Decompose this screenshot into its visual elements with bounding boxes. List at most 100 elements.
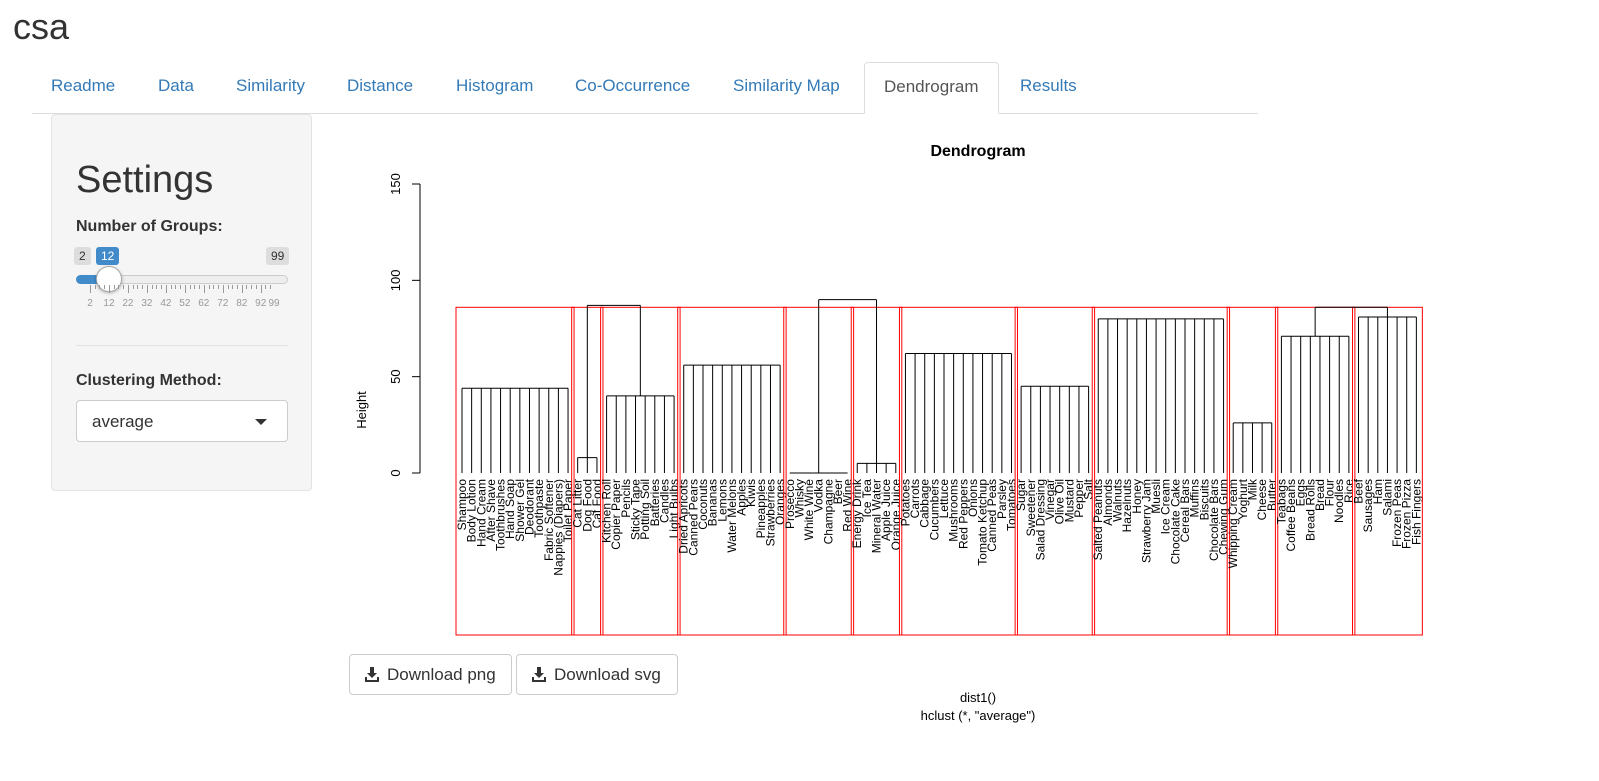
leaf-label: Milk bbox=[1245, 478, 1259, 500]
leaf-label: Sausages bbox=[1361, 479, 1375, 532]
slider-tick bbox=[222, 285, 224, 293]
download-icon bbox=[365, 667, 379, 682]
tab-co-occurrence[interactable]: Co-Occurrence bbox=[575, 76, 691, 95]
leaf-label: Beer bbox=[831, 479, 845, 504]
slider-tick bbox=[213, 285, 215, 289]
leaf-label: Carrots bbox=[908, 479, 922, 518]
leaf-label: Yoghurt bbox=[1236, 478, 1250, 520]
x-axis-sublabel: hclust (*, "average") bbox=[921, 708, 1036, 723]
slider-tick-label: 42 bbox=[160, 298, 172, 309]
leaf-label: Beef bbox=[1352, 478, 1366, 503]
leaf-label: Lemons bbox=[715, 479, 729, 522]
slider-tick bbox=[246, 285, 248, 289]
slider-tick bbox=[132, 285, 134, 289]
leaf-label: Lettuce bbox=[937, 479, 951, 519]
slider-tick-label: 99 bbox=[268, 298, 280, 309]
y-axis-label: Height bbox=[354, 391, 369, 429]
leaf-label: Onions bbox=[966, 479, 980, 517]
slider-tick bbox=[113, 285, 115, 289]
settings-title: Settings bbox=[76, 159, 214, 201]
leaf-label: Parsley bbox=[995, 479, 1009, 519]
leaf-label: Frozen Pizza bbox=[1400, 479, 1414, 549]
leaf-label: Mustard bbox=[1062, 479, 1076, 522]
slider-tick bbox=[199, 285, 201, 289]
slider-tick bbox=[165, 285, 167, 293]
method-select[interactable]: average bbox=[76, 400, 288, 442]
slider-tick bbox=[241, 285, 243, 293]
chart-title: Dendrogram bbox=[930, 143, 1025, 160]
leaf-label: Toothbrushes bbox=[494, 479, 508, 551]
leaf-label: Cucumbers bbox=[927, 479, 941, 540]
slider-tick bbox=[161, 285, 163, 289]
tab-readme[interactable]: Readme bbox=[51, 76, 116, 95]
slider-tick bbox=[203, 285, 205, 293]
leaf-label: Apple Juice bbox=[879, 479, 893, 541]
tab-results[interactable]: Results bbox=[1020, 76, 1077, 95]
leaf-label: Chocolate Cake bbox=[1168, 479, 1182, 565]
app-title: csa bbox=[13, 6, 70, 47]
slider-fill bbox=[76, 275, 109, 284]
leaf-label: Dog Food bbox=[580, 479, 594, 532]
slider-tick bbox=[151, 285, 153, 289]
leaf-label: Olive Oil bbox=[1053, 479, 1067, 524]
leaf-label: Mineral Water bbox=[870, 479, 884, 553]
leaf-label: Hand Cream bbox=[474, 479, 488, 547]
tab-histogram[interactable]: Histogram bbox=[456, 76, 534, 95]
slider-tick-label: 2 bbox=[87, 298, 93, 309]
leaf-label: Cat Litter bbox=[571, 479, 585, 528]
leaf-label: Canned Peas bbox=[985, 479, 999, 552]
leaf-label: Deodorant bbox=[522, 478, 536, 535]
slider-tick bbox=[142, 285, 144, 289]
slider-tick bbox=[170, 285, 172, 289]
leaf-label: Ham bbox=[1371, 479, 1385, 504]
slider-tick bbox=[218, 285, 220, 289]
leaf-label: Bread Rolls bbox=[1303, 479, 1317, 541]
leaf-label: Energy Drink bbox=[850, 478, 864, 548]
slider-tick-label: 62 bbox=[198, 298, 210, 309]
leaf-label: Pineapples bbox=[754, 479, 768, 538]
leaf-label: Salami bbox=[1380, 479, 1394, 516]
cluster-box bbox=[677, 306, 787, 636]
leaf-label: Honey bbox=[1130, 479, 1144, 514]
tab-similarity-map[interactable]: Similarity Map bbox=[733, 76, 840, 95]
method-value: average bbox=[92, 412, 154, 431]
leaf-label: Whisky bbox=[792, 479, 806, 518]
leaf-label: Strawberries bbox=[763, 479, 777, 546]
leaf-label: Hazelnuts bbox=[1120, 479, 1134, 532]
download-icon bbox=[532, 667, 546, 682]
leaf-label: Apples bbox=[735, 479, 749, 516]
leaf-label: Vinegar bbox=[1043, 479, 1057, 520]
tab-distance[interactable]: Distance bbox=[347, 76, 414, 95]
download-png-button[interactable]: Download png bbox=[349, 654, 512, 695]
leaf-label: White Wine bbox=[802, 479, 816, 541]
leaf-label: Ice Cream bbox=[1159, 479, 1173, 534]
leaf-label: Fish Fingers bbox=[1409, 479, 1423, 545]
leaf-label: Flour bbox=[1323, 479, 1337, 506]
slider-tick bbox=[123, 285, 125, 289]
tab-dendrogram[interactable]: Dendrogram bbox=[864, 62, 999, 114]
slider-tick bbox=[184, 285, 186, 293]
leaf-label: Bananas bbox=[706, 479, 720, 526]
leaf-label: Salad Dressing bbox=[1033, 479, 1047, 560]
leaf-label: Red Peppers bbox=[956, 479, 970, 549]
tab-similarity[interactable]: Similarity bbox=[236, 76, 305, 95]
slider-max-label: 99 bbox=[266, 247, 290, 265]
leaf-label: Chocolate Bars bbox=[1207, 479, 1221, 561]
download-svg-button[interactable]: Download svg bbox=[516, 654, 678, 695]
leaf-label: Potatoes bbox=[898, 479, 912, 526]
leaf-label: Sweetener bbox=[1024, 479, 1038, 536]
method-label: Clustering Method: bbox=[76, 372, 222, 389]
slider-tick bbox=[232, 285, 234, 289]
leaf-label: Salted Peanuts bbox=[1091, 479, 1105, 560]
slider-tick bbox=[260, 285, 262, 293]
leaf-label: Almonds bbox=[1101, 479, 1115, 526]
leaf-label: Strawberry Jam bbox=[1139, 479, 1153, 563]
slider-tick bbox=[90, 285, 91, 293]
cluster-box bbox=[1091, 306, 1231, 636]
tab-data[interactable]: Data bbox=[158, 76, 194, 95]
leaf-label: Dried Apricots bbox=[677, 479, 691, 554]
leaf-label: Nappies (Diapers) bbox=[551, 479, 565, 576]
leaf-label: Muffins bbox=[1188, 479, 1202, 517]
leaf-label: Toothpaste bbox=[532, 479, 546, 538]
